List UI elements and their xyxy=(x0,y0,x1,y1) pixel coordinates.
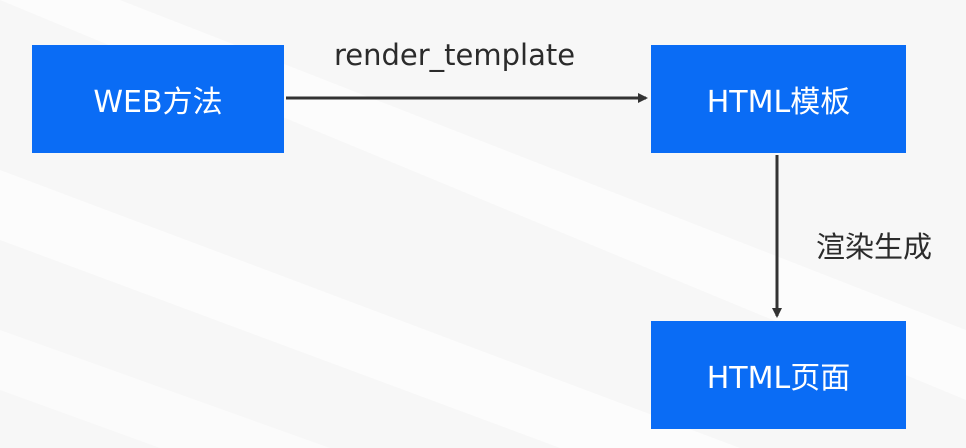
render-generate-label: 渲染生成 xyxy=(816,230,933,264)
render-template-label: render_template xyxy=(334,38,576,72)
html-page-label: HTML页面 xyxy=(706,361,851,396)
web-method-label: WEB方法 xyxy=(93,85,223,120)
html-template-label: HTML模板 xyxy=(706,85,851,120)
html-page-box: HTML页面 xyxy=(651,321,906,429)
web-method-box: WEB方法 xyxy=(32,45,284,153)
html-template-box: HTML模板 xyxy=(651,45,906,153)
